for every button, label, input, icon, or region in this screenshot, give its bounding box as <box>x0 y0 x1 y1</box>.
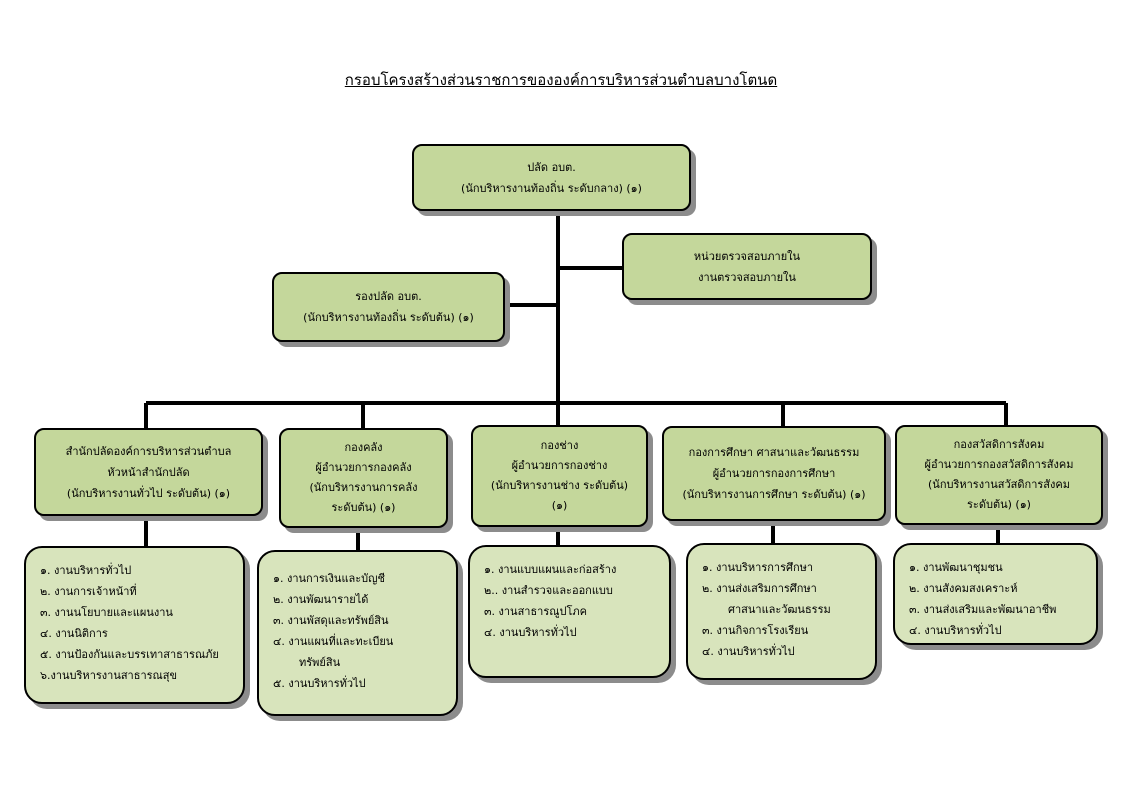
task-item: ทรัพย์สิน <box>299 656 341 669</box>
audit-title: หน่วยตรวจสอบภายใน <box>693 249 801 263</box>
audit-box: หน่วยตรวจสอบภายใน งานตรวจสอบภายใน <box>622 233 872 300</box>
task-item: ๒. งานส่งเสริมการศึกษา <box>702 582 817 595</box>
task-item: ๔. งานบริหารทั่วไป <box>484 626 577 639</box>
deputy-position: (นักบริหารงานท้องถิ่น ระดับต้น) (๑) <box>303 311 474 324</box>
task-box: ๑. งานแบบแผนและก่อสร้าง ๒.. งานสำรวจและอ… <box>468 545 671 678</box>
division-box: กองสวัสดิการสังคม ผู้อำนวยการกองสวัสดิกา… <box>895 425 1103 525</box>
division-box: กองช่าง ผู้อำนวยการกองช่าง (นักบริหารงาน… <box>471 425 648 527</box>
task-item: ๒. งานการเจ้าหน้าที่ <box>40 585 137 598</box>
task-item: ๔. งานบริหารทั่วไป <box>702 645 795 658</box>
task-box: ๑. งานบริหารการศึกษา ๒. งานส่งเสริมการศึ… <box>686 543 877 680</box>
division-box: กองการศึกษา ศาสนาและวัฒนธรรม ผู้อำนวยการ… <box>662 426 886 521</box>
task-item: ๓. งานนโยบายและแผนงาน <box>40 606 173 619</box>
task-item: ๒.. งานสำรวจและออกแบบ <box>484 584 613 597</box>
head-position: (นักบริหารงานท้องถิ่น ระดับกลาง) (๑) <box>461 181 642 195</box>
division-line: กองคลัง <box>344 441 383 454</box>
task-item: ๑. งานแบบแผนและก่อสร้าง <box>484 563 617 576</box>
division-line: หัวหน้าสำนักปลัด <box>107 465 190 479</box>
division-line: สำนักปลัดองค์การบริหารส่วนตำบล <box>65 444 232 458</box>
task-item: ๒. งานพัฒนารายได้ <box>273 593 369 606</box>
deputy-title: รองปลัด อบต. <box>355 290 422 303</box>
task-item: ๑. งานบริหารการศึกษา <box>702 561 814 574</box>
division-line: กองสวัสดิการสังคม <box>953 438 1045 451</box>
task-item: ๑. งานการเงินและบัญชี <box>273 572 385 585</box>
task-box: ๑. งานการเงินและบัญชี ๒. งานพัฒนารายได้ … <box>257 550 458 716</box>
head-title: ปลัด อบต. <box>527 160 576 174</box>
division-line: ผู้อำนวยการกองสวัสดิการสังคม <box>924 458 1074 471</box>
task-item: ๔. งานนิติการ <box>40 627 108 640</box>
task-item: ๔. งานแผนที่และทะเบียน <box>273 635 394 648</box>
task-box: ๑. งานบริหารทั่วไป ๒. งานการเจ้าหน้าที่ … <box>24 546 245 704</box>
task-item: ๓. งานพัสดุและทรัพย์สิน <box>273 614 389 627</box>
task-item: ๓. งานสาธารณูปโภค <box>484 605 587 618</box>
chart-title: กรอบโครงสร้างส่วนราชการขององค์การบริหารส… <box>344 71 778 89</box>
division-line: ผู้อำนวยการกองคลัง <box>315 461 412 474</box>
task-item: ๑. งานบริหารทั่วไป <box>40 564 132 577</box>
division-line: (๑) <box>551 499 568 512</box>
task-item: ๕. งานบริหารทั่วไป <box>273 677 366 690</box>
task-item: ๓. งานส่งเสริมและพัฒนาอาชีพ <box>909 603 1057 616</box>
division-line: กองช่าง <box>540 439 579 452</box>
task-item: ๓. งานกิจการโรงเรียน <box>702 624 809 637</box>
division-line: ระดับต้น) (๑) <box>331 501 396 514</box>
task-item: ๕. งานป้องกันและบรรเทาสาธารณภัย <box>40 648 219 661</box>
division-line: ระดับต้น) (๑) <box>967 498 1031 511</box>
division-line: (นักบริหารงานการศึกษา ระดับต้น) (๑) <box>682 488 866 501</box>
task-box: ๑. งานพัฒนาชุมชน ๒. งานสังคมสงเคราะห์ ๓.… <box>893 543 1098 645</box>
division-line: (นักบริหารงานสวัสดิการสังคม <box>928 478 1070 491</box>
audit-subtitle: งานตรวจสอบภายใน <box>698 270 796 284</box>
task-item: ๒. งานสังคมสงเคราะห์ <box>909 582 1018 595</box>
division-line: ผู้อำนวยการกองการศึกษา <box>712 467 836 480</box>
division-line: ผู้อำนวยการกองช่าง <box>511 459 608 472</box>
task-item: ๔. งานบริหารทั่วไป <box>909 624 1002 637</box>
division-box: กองคลัง ผู้อำนวยการกองคลัง (นักบริหารงาน… <box>279 428 448 528</box>
division-line: (นักบริหารงานการคลัง <box>309 481 418 494</box>
division-line: (นักบริหารงานช่าง ระดับต้น) <box>490 479 629 492</box>
deputy-box: รองปลัด อบต. (นักบริหารงานท้องถิ่น ระดับ… <box>272 272 505 342</box>
task-item: ศาสนาและวัฒนธรรม <box>728 603 831 616</box>
division-box: สำนักปลัดองค์การบริหารส่วนตำบล หัวหน้าสำ… <box>34 428 263 516</box>
division-line: กองการศึกษา ศาสนาและวัฒนธรรม <box>688 446 860 459</box>
task-item: ๑. งานพัฒนาชุมชน <box>909 561 1003 574</box>
division-line: (นักบริหารงานทั่วไป ระดับต้น) (๑) <box>66 486 231 500</box>
task-item: ๖.งานบริหารงานสาธารณสุข <box>40 669 177 682</box>
head-box: ปลัด อบต. (นักบริหารงานท้องถิ่น ระดับกลา… <box>412 144 691 211</box>
